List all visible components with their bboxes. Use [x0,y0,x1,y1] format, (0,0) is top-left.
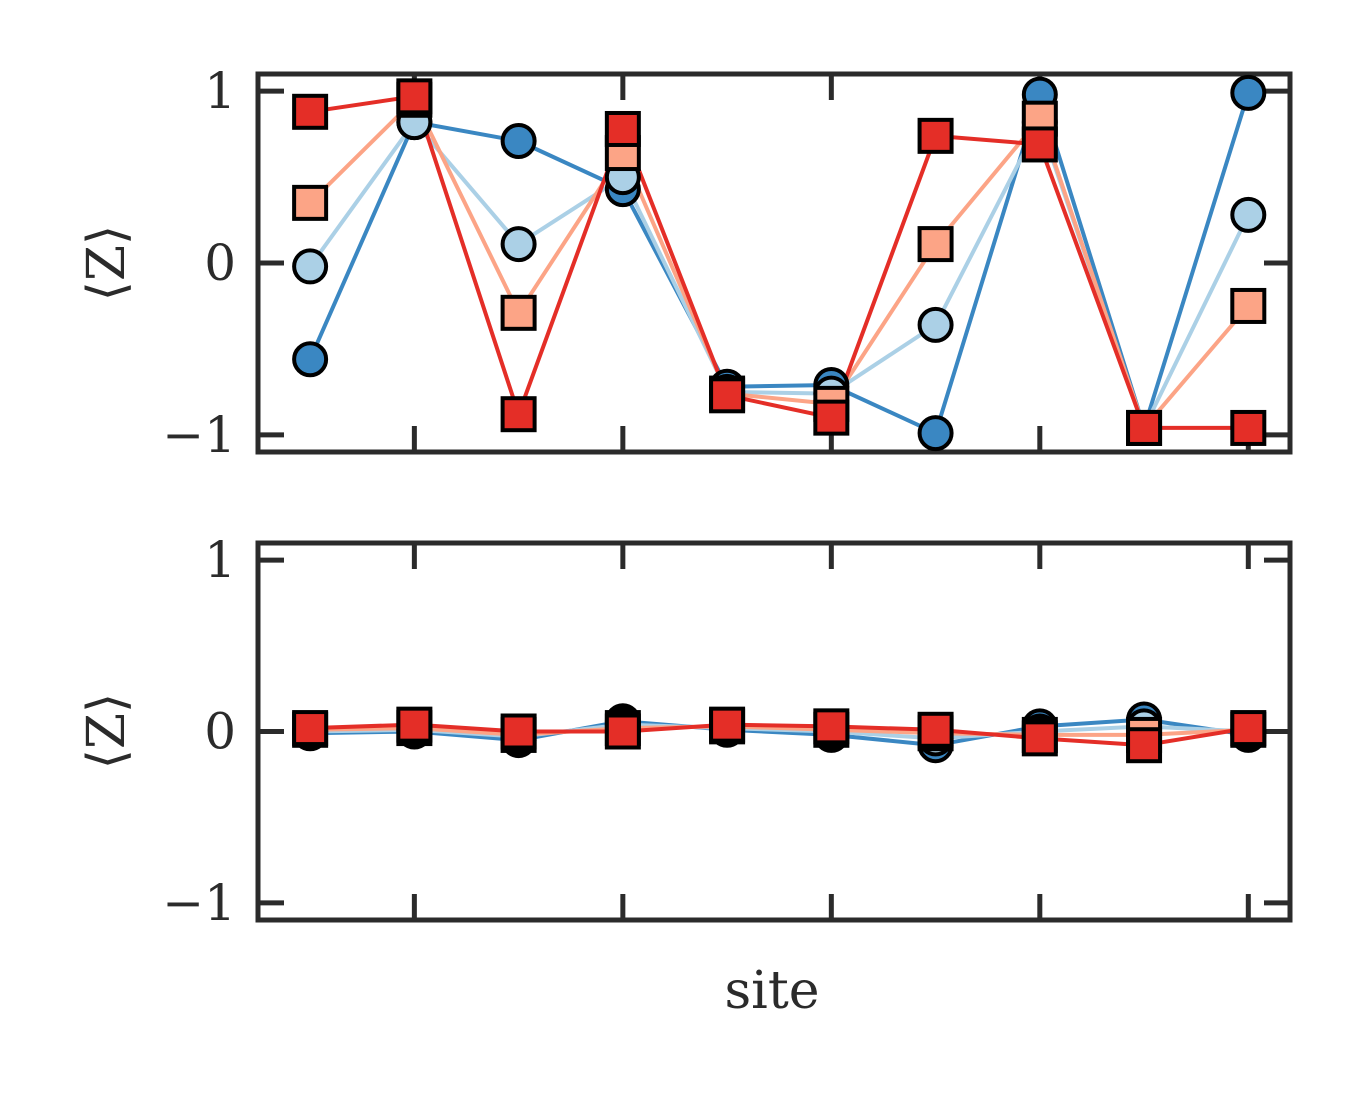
data-point-square [396,706,433,743]
data-point-square [709,377,746,414]
data-point-square [292,93,329,130]
data-point-square [604,713,641,750]
data-point-circle [500,123,537,160]
y-axis-label: ⟨Z⟩ [77,693,137,770]
series-line [308,92,1251,436]
data-point-square [604,110,641,147]
series-line [309,94,1249,430]
data-point-circle [917,306,954,343]
y-tick-label: −1 [162,406,236,464]
data-point-square [813,399,850,436]
data-point-square [1230,287,1267,324]
data-point-square [500,396,537,433]
x-axis-label: site [725,961,820,1021]
series-line [310,724,1249,737]
series-line [310,717,1249,748]
data-point-square [1126,409,1163,446]
series-line [308,120,1251,430]
data-point-square [500,713,537,750]
data-point-circle [1230,196,1267,233]
data-point-circle [292,248,329,285]
y-tick-label: −1 [162,874,236,932]
data-point-square [1230,409,1267,446]
y-axis-label: ⟨Z⟩ [77,225,137,302]
series-line [310,722,1249,748]
data-point-square [1021,126,1058,163]
data-point-circle [500,226,537,263]
y-tick-label: 1 [204,531,236,589]
data-point-square [500,294,537,331]
data-point-square [917,226,954,263]
data-point-circle [292,341,329,378]
y-tick-label: 0 [204,234,236,292]
top-panel: −1 0 1 ⟨Z⟩ [77,62,1293,464]
y-tick-label: 0 [204,703,236,761]
data-point-square [1230,710,1267,747]
data-point-circle [1230,74,1267,111]
bottom-panel: −1 0 1 ⟨Z⟩ [77,531,1293,932]
data-point-square [396,78,433,115]
data-point-square [1126,727,1163,764]
data-point-square [917,711,954,748]
data-point-square [292,710,329,747]
y-tick-label: 1 [204,62,236,120]
data-point-square [1021,720,1058,757]
data-point-circle [917,415,954,452]
data-point-square [292,184,329,221]
series-line [308,97,1250,430]
data-point-square [917,117,954,154]
data-point-square [813,708,850,745]
data-point-square [709,706,746,743]
